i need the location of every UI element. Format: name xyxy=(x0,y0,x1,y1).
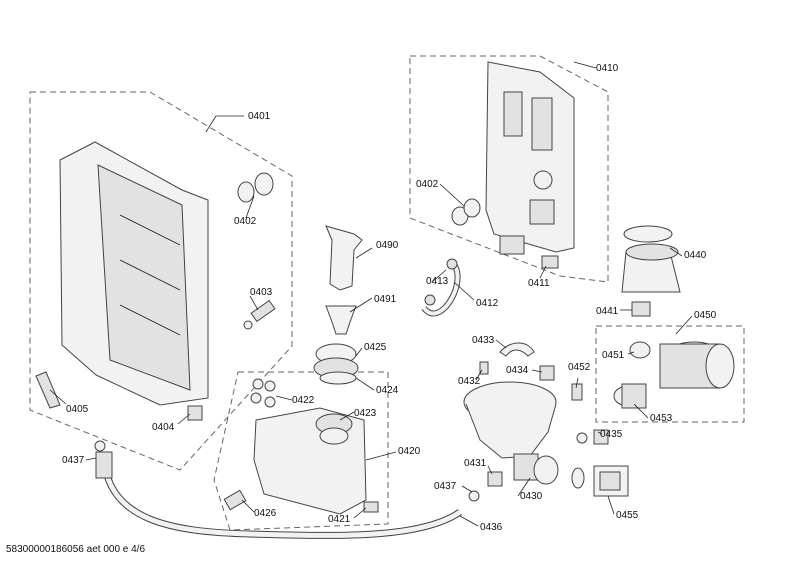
valve-lever-part xyxy=(539,365,555,381)
label-0410: 0410 xyxy=(596,63,619,74)
pump-part xyxy=(659,341,735,389)
label-0401: 0401 xyxy=(248,111,271,122)
level-sensor-part xyxy=(593,429,609,445)
clip-part xyxy=(446,258,458,270)
tank-part xyxy=(485,61,575,255)
hose-part xyxy=(421,259,461,317)
label-0424: 0424 xyxy=(376,385,399,396)
cap-part xyxy=(325,305,357,335)
sleeve-part xyxy=(487,471,503,487)
seal-set-part xyxy=(250,378,276,408)
dispenser-cup-part xyxy=(313,343,359,385)
label-0423: 0423 xyxy=(354,408,377,419)
flow-sensor-part xyxy=(631,301,651,317)
label-0434: 0434 xyxy=(506,365,529,376)
sump-part xyxy=(463,381,559,485)
fitting-part xyxy=(223,489,247,511)
hose-end-part xyxy=(95,451,113,479)
seal-rings-part xyxy=(237,172,274,203)
heater-part xyxy=(621,225,681,293)
o-ring-part-4 xyxy=(571,467,585,489)
valve-unit-part xyxy=(593,465,629,497)
group-outline-0420 xyxy=(213,371,389,531)
o-ring-part-3 xyxy=(576,432,588,444)
screw-part xyxy=(479,361,489,375)
label-0490: 0490 xyxy=(376,240,399,251)
label-0432: 0432 xyxy=(458,376,481,387)
label-0451: 0451 xyxy=(602,350,625,361)
label-0426: 0426 xyxy=(254,508,277,519)
label-0436: 0436 xyxy=(480,522,503,533)
group-outline-0450 xyxy=(595,325,745,423)
label-0413: 0413 xyxy=(426,276,449,287)
group-outline-0410 xyxy=(409,55,609,283)
clamp-part xyxy=(363,501,379,513)
seal-rings-part-2 xyxy=(451,198,481,226)
seal-cap-part xyxy=(499,342,535,357)
label-0412: 0412 xyxy=(476,298,499,309)
document-footer-id: 58300000186056 aet 000 e 4/6 xyxy=(6,544,146,555)
label-0430: 0430 xyxy=(520,491,543,502)
leader-lines xyxy=(49,61,693,527)
label-0437-right: 0437 xyxy=(434,481,457,492)
label-0453: 0453 xyxy=(650,413,673,424)
label-0421: 0421 xyxy=(328,514,351,525)
label-0402-tank: 0402 xyxy=(416,179,439,190)
label-0435: 0435 xyxy=(600,429,623,440)
label-0455: 0455 xyxy=(616,510,639,521)
label-0405: 0405 xyxy=(66,404,89,415)
label-0433: 0433 xyxy=(472,335,495,346)
label-0440: 0440 xyxy=(684,250,707,261)
side-panel-part xyxy=(59,141,209,406)
label-0411: 0411 xyxy=(528,278,550,289)
label-0422: 0422 xyxy=(292,395,315,406)
o-ring-part-2 xyxy=(468,490,480,502)
label-0450: 0450 xyxy=(694,310,717,321)
pump-inlet-part xyxy=(613,383,647,409)
clip-part-2 xyxy=(424,294,436,306)
label-0452: 0452 xyxy=(568,362,591,373)
bracket-part xyxy=(35,371,61,409)
label-0402: 0402 xyxy=(234,216,257,227)
label-0431: 0431 xyxy=(464,458,487,469)
label-0425: 0425 xyxy=(364,342,387,353)
pump-clamp-part xyxy=(629,341,651,359)
label-0441: 0441 xyxy=(596,306,619,317)
sensor-part xyxy=(187,405,203,421)
label-0404: 0404 xyxy=(152,422,175,433)
label-0420: 0420 xyxy=(398,446,421,457)
label-0437: 0437 xyxy=(62,455,85,466)
label-0491: 0491 xyxy=(374,294,397,305)
label-0403: 0403 xyxy=(250,287,273,298)
group-outline-0401 xyxy=(29,91,293,471)
clip-part-3 xyxy=(571,383,583,401)
funnel-part xyxy=(325,225,363,291)
water-softener-part xyxy=(253,407,367,515)
connector-part xyxy=(541,255,559,269)
valve-part xyxy=(243,299,276,330)
o-ring-part xyxy=(94,440,106,452)
